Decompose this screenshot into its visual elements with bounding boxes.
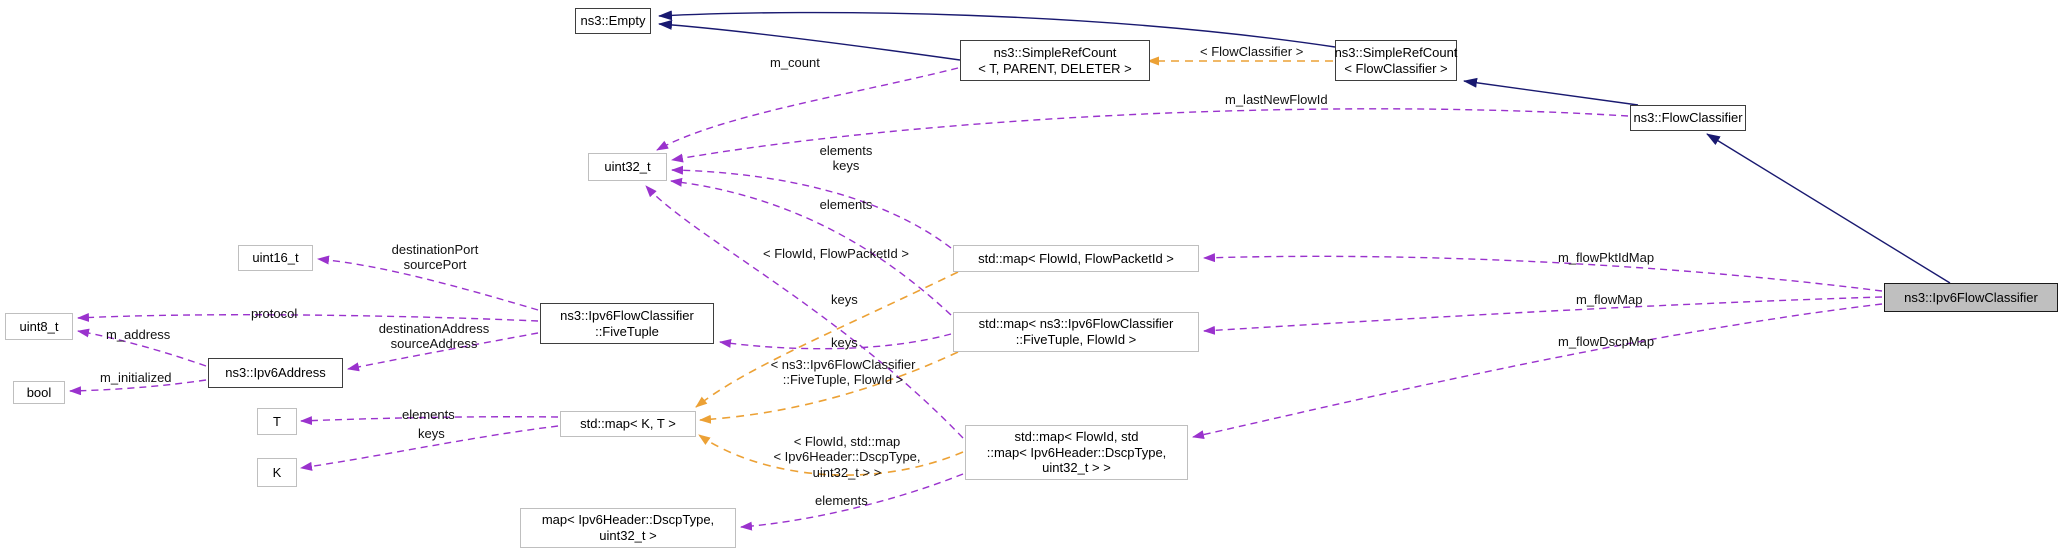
node-std-map-k-t: std::map< K, T > [560,411,696,437]
edge-inherit-simplerefcount-fc-to-empty [658,10,1336,48]
edge-template-map-fivetuple-flowid [699,351,959,424]
node-ns3-ipv6flowclassifier-fivetuple[interactable]: ns3::Ipv6FlowClassifier ::FiveTuple [540,303,714,344]
node-bool: bool [13,381,65,404]
edge-inherit-flowclassifier-to-simplerefcount-fc [1463,77,1639,106]
node-ns3-empty[interactable]: ns3::Empty [575,8,651,34]
node-std-map-flowid-flowpacketid: std::map< FlowId, FlowPacketId > [953,245,1199,272]
edge-usage-elements-keys-map1 [671,165,952,249]
node-std-map-flowid-dscpmap: std::map< FlowId, std ::map< Ipv6Header:… [965,425,1188,480]
edge-usage-destination-source-address [347,332,539,372]
node-ns3-simplerefcount-flowclassifier[interactable]: ns3::SimpleRefCount < FlowClassifier > [1335,40,1457,81]
edge-usage-m-lastnewflowid [671,108,1629,163]
node-uint8-t: uint8_t [5,313,73,340]
edge-usage-m-flowpktidmap [1203,253,1883,292]
edge-template-map-flowid-flowpacketid [695,271,959,408]
edge-usage-protocol [77,312,539,322]
edge-usage-m-initialized [69,379,207,396]
edge-usage-m-flowdscpmap [1192,303,1883,439]
node-uint16-t: uint16_t [238,245,313,271]
node-ns3-ipv6flowclassifier: ns3::Ipv6FlowClassifier [1884,283,2058,312]
edge-usage-keys-map-kt-to-k [300,425,559,471]
edge-usage-m-count [656,67,959,151]
node-ns3-simplerefcount-template[interactable]: ns3::SimpleRefCount < T, PARENT, DELETER… [960,40,1150,81]
edge-usage-m-flowmap [1203,296,1883,335]
edge-inherit-simplerefcount-tpl-to-empty [658,19,961,61]
node-map-dscptype-uint32: map< Ipv6Header::DscpType, uint32_t > [520,508,736,548]
edge-usage-m-address [77,328,207,367]
edge-usage-elements-map2 [670,177,952,316]
edge-usage-keys-map3-to-uint32 [645,185,964,439]
edge-usage-elements-dscpmap [740,473,964,531]
node-ns3-flowclassifier[interactable]: ns3::FlowClassifier [1630,105,1746,131]
edge-usage-elements-map-kt-to-t [300,416,559,426]
node-t: T [257,408,297,435]
edge-template-map-flowid-dscpmap [698,434,964,476]
edge-usage-destination-source-port [317,255,539,311]
edge-inherit-ipv6flowclassifier-to-flowclassifier [1706,133,1951,284]
node-uint32-t: uint32_t [588,153,667,181]
edge-usage-keys-map2-to-fivetuple [719,333,952,350]
node-std-map-fivetuple-flowid: std::map< ns3::Ipv6FlowClassifier ::Five… [953,312,1199,352]
node-k: K [257,458,297,487]
node-ns3-ipv6address[interactable]: ns3::Ipv6Address [208,358,343,388]
